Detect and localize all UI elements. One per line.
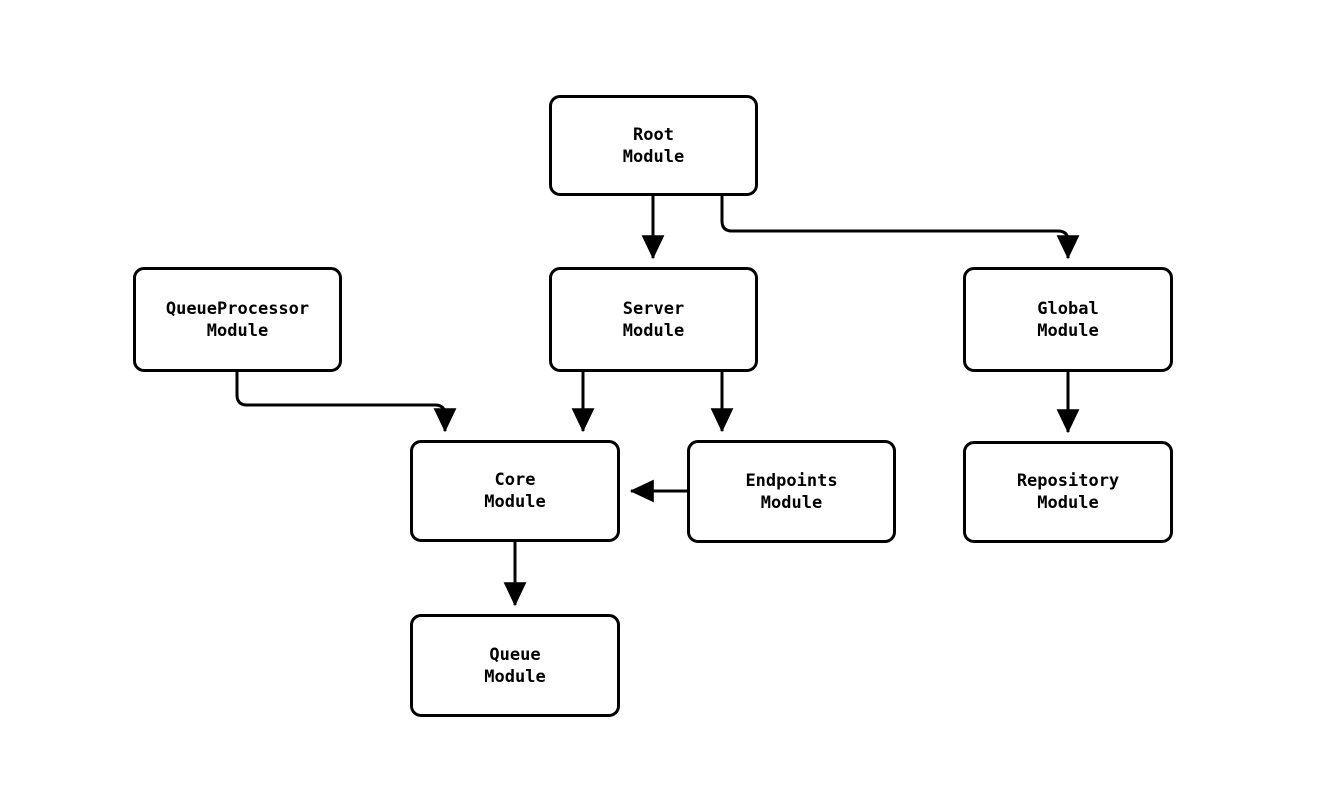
node-label-endpoints: Endpoints Module xyxy=(745,470,838,513)
node-repository[interactable]: Repository Module xyxy=(963,441,1173,543)
node-label-queueprocessor: QueueProcessor Module xyxy=(165,298,310,341)
node-label-queue: Queue Module xyxy=(484,644,546,687)
node-server[interactable]: Server Module xyxy=(549,267,758,372)
node-label-global: Global Module xyxy=(1037,298,1099,341)
node-queue[interactable]: Queue Module xyxy=(410,614,620,717)
edge-queueprocessor-to-core xyxy=(235,372,457,433)
node-core[interactable]: Core Module xyxy=(410,440,620,542)
node-global[interactable]: Global Module xyxy=(963,267,1173,372)
node-label-root: Root Module xyxy=(622,124,685,167)
node-label-server: Server Module xyxy=(622,298,685,341)
node-label-repository: Repository Module xyxy=(1016,471,1120,513)
edge-root-to-global xyxy=(720,196,1080,260)
node-endpoints[interactable]: Endpoints Module xyxy=(687,440,896,543)
node-root[interactable]: Root Module xyxy=(549,95,758,196)
node-label-core: Core Module xyxy=(484,470,546,512)
node-queueprocessor[interactable]: QueueProcessor Module xyxy=(133,267,342,372)
